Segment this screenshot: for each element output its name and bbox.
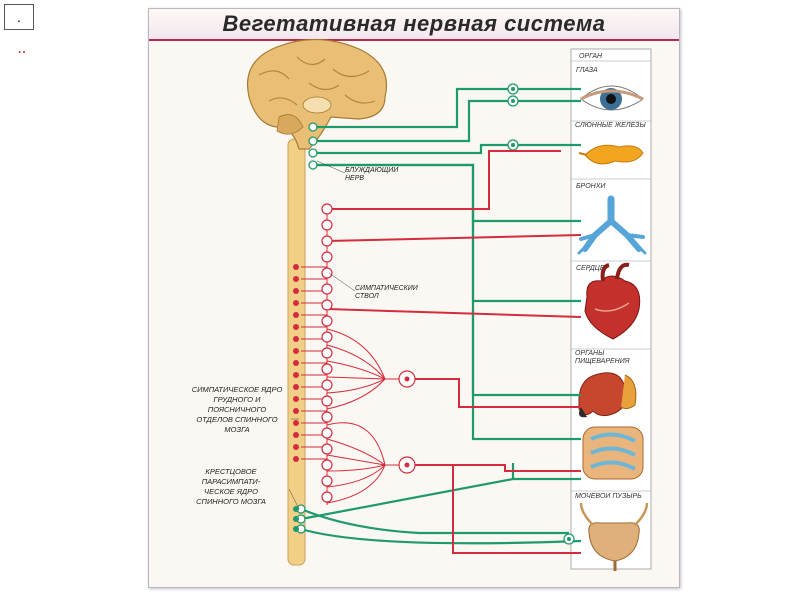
sacral-nucleus-dots (293, 506, 299, 532)
nervous-system-diagram: ОРГАН ГЛАЗА СЛЮННЫЕ ЖЕЛЕЗЫ БРОНХИ СЕРДЦЕ… (191, 38, 652, 571)
annotation-trunk-wrap: СИМПАТИЧЕСКИЙ СТВОЛ (355, 285, 418, 300)
parasympathetic-dots (511, 87, 571, 541)
diagram-poster: Вегетативная нервная система ОРГАН ГЛАЗА… (148, 8, 680, 588)
organ-label-digestive-wrap: ОРГАНЫ ПИЩЕВАРЕНИЯ (575, 350, 630, 365)
organ-label-eyes: ГЛАЗА (576, 67, 598, 74)
organ-column-header: ОРГАН (579, 53, 603, 60)
parasympathetic-fibres (300, 87, 582, 545)
stomach-intestine-icon (578, 372, 644, 480)
slide-marks: .. (18, 42, 27, 56)
brain-icon (247, 38, 388, 150)
organ-label-bladder: МОЧЕВОЙ ПУЗЫРЬ (575, 493, 642, 500)
organ-label-salivary: СЛЮННЫЕ ЖЕЛЕЗЫ (575, 122, 646, 129)
sympathetic-nucleus-dots (293, 264, 410, 468)
salivary-gland-icon (578, 144, 644, 165)
organ-label-bronchi: БРОНХИ (576, 183, 606, 190)
annotation-symp-nucleus: СИМПАТИЧЕСКОЕ ЯДРО ГРУДНОГО И ПОЯСНИЧНОГ… (191, 385, 283, 434)
organ-label-heart: СЕРДЦЕ (576, 265, 605, 272)
organ-label-bladder-wrap: МОЧЕВОЙ ПУЗЫРЬ (575, 493, 642, 500)
organ-label-digestive: ОРГАНЫ ПИЩЕВАРЕНИЯ (575, 350, 630, 365)
slide-number-box: . (4, 4, 34, 30)
bronchi-icon (577, 195, 647, 255)
annotation-sacral: КРЕСТЦОВОЕ ПАРАСИМПАТИ-ЧЕСКОЕ ЯДРО СПИНН… (196, 467, 266, 506)
title-band: Вегетативная нервная система (149, 9, 679, 41)
annotation-vagus: БЛУЖДАЮЩИЙ НЕРВ (345, 167, 399, 182)
annotation-vagus-wrap: БЛУЖДАЮЩИЙ НЕРВ (345, 167, 399, 182)
sympathetic-chain (301, 205, 407, 505)
annotation-symp-nucleus-wrap: СИМПАТИЧЕСКОЕ ЯДРО ГРУДНОГО И ПОЯСНИЧНОГ… (191, 385, 283, 434)
organ-label-salivary-wrap: СЛЮННЫЕ ЖЕЛЕЗЫ (575, 122, 646, 129)
eye-icon (580, 85, 644, 111)
slide-number: . (17, 9, 21, 25)
annotation-leaders (288, 160, 356, 510)
annotation-sacral-wrap: КРЕСТЦОВОЕ ПАРАСИМПАТИ-ЧЕСКОЕ ЯДРО СПИНН… (196, 467, 266, 506)
sympathetic-fibres (326, 150, 582, 554)
annotation-trunk: СИМПАТИЧЕСКИЙ СТВОЛ (355, 285, 418, 300)
poster-title: Вегетативная нервная система (222, 11, 606, 36)
bladder-icon (579, 502, 649, 571)
parasympathetic-ganglia (296, 83, 575, 545)
heart-icon (584, 262, 641, 340)
